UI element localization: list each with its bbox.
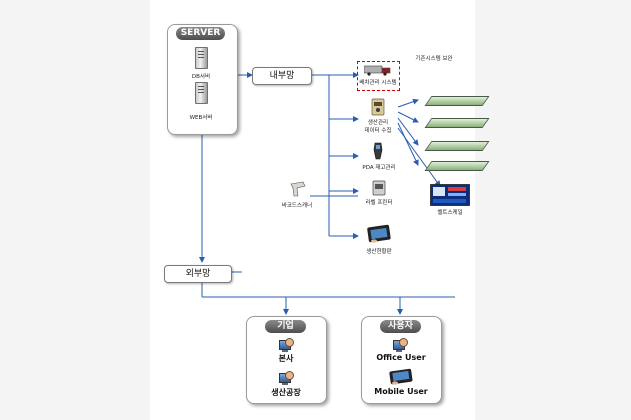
web-server-label: WEB서버 [189,115,213,121]
legacy-note: 기존시스템 보완 [415,56,453,62]
db-server-label: DB서버 [191,74,211,80]
server-title: SERVER [176,27,225,40]
label-printer-label: 라벨 프린터 [365,200,393,206]
office-user-label: Office User [376,353,426,362]
production-collect-label-1: 생산관리 [367,120,389,126]
person-icon [285,338,294,347]
company-title: 기업 [265,320,306,333]
server-panel [167,24,238,135]
sensor-rack [424,118,490,128]
label-printer-icon [372,180,386,196]
belt-scale-icon [430,184,470,206]
production-collect-label-2: 데이터 수집 [364,128,392,134]
tablet-icon [389,368,413,385]
external-network-box: 외부망 [164,265,232,283]
company-item-factory: 생산공장 [271,388,301,397]
server-icon [195,82,208,104]
person-icon [285,371,294,380]
production-status-label: 생산현황판 [366,249,392,255]
internal-network-box: 내부망 [252,67,312,85]
mobile-user-label: Mobile User [374,387,428,396]
pda-label: PDA 재고관리 [362,165,396,171]
sensor-rack [424,141,490,151]
tablet-icon [367,224,391,243]
barcode-scanner-label: 바코드스캐너 [281,203,313,209]
person-icon [399,338,408,347]
pda-icon [373,142,383,160]
server-icon [195,47,208,69]
legacy-highlight [357,61,400,91]
sensor-rack [424,161,490,171]
legacy-label: 배차관리 시스템 [359,80,397,86]
collector-icon [371,98,385,116]
company-item-hq: 본사 [278,354,294,363]
user-title: 사용자 [380,320,421,333]
truck-icon [364,65,391,76]
belt-scale-label: 벨트스케일 [437,210,463,216]
barcode-scanner-icon [290,181,306,197]
sensor-rack [424,96,490,106]
